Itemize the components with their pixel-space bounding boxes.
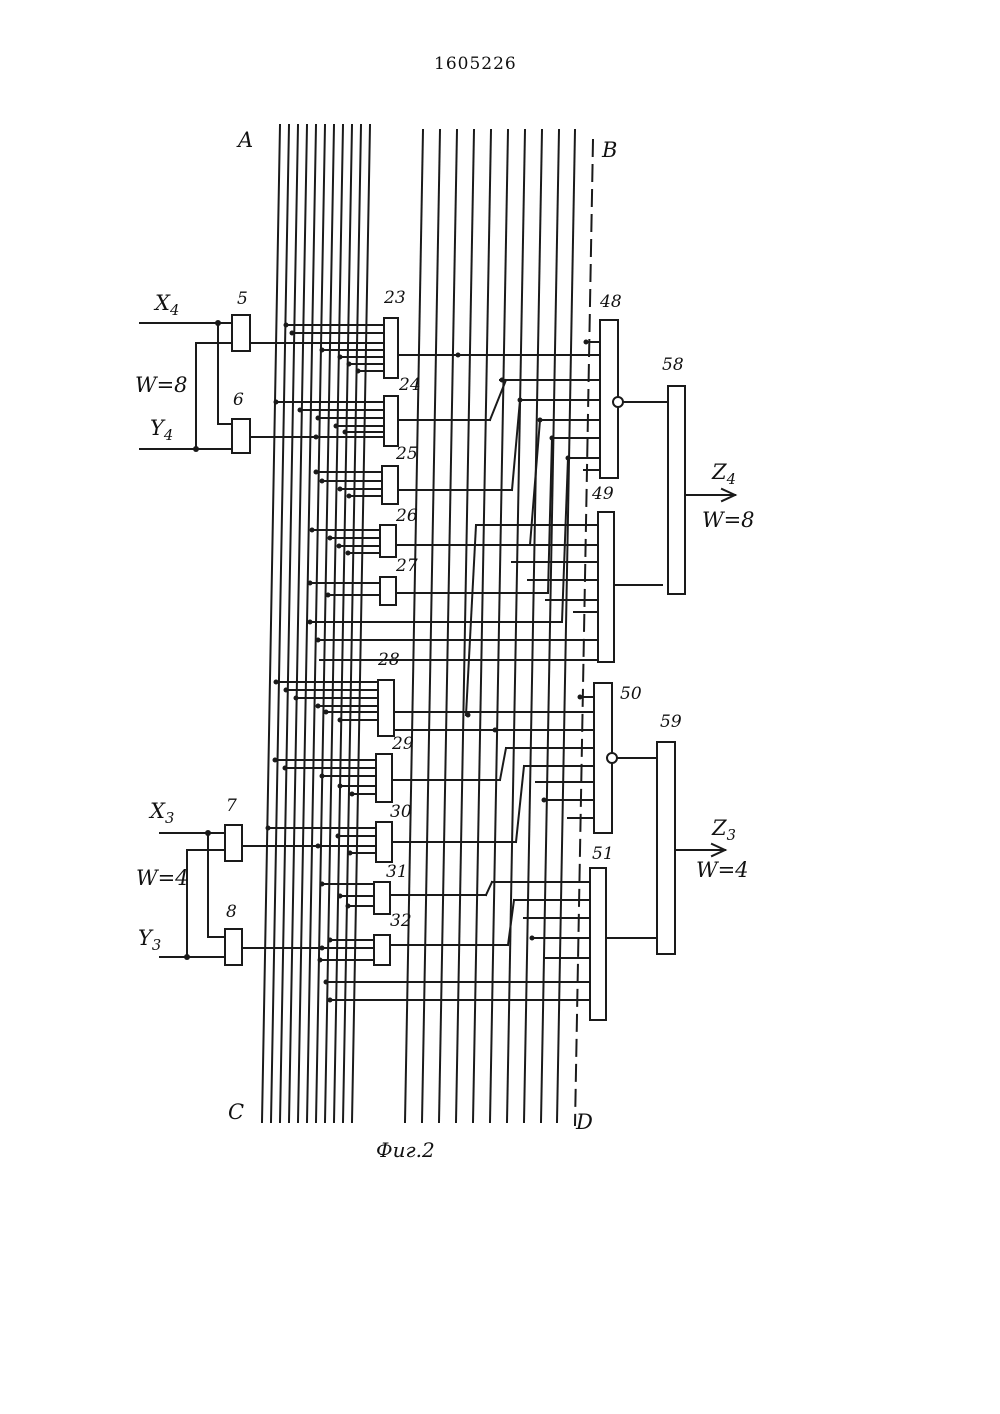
block-number-30: 30 — [390, 804, 412, 821]
bus-label-d: D — [576, 1112, 593, 1133]
block-number-48: 48 — [600, 294, 622, 311]
bus-label-a: A — [238, 130, 253, 151]
output-blocks — [657, 386, 685, 954]
block-number-24: 24 — [399, 377, 421, 394]
block-number-23: 23 — [384, 290, 406, 307]
mux-blocks — [590, 320, 618, 1020]
width-lower: W=4 — [136, 868, 189, 889]
block-number-50: 50 — [620, 686, 642, 703]
block-number-49: 49 — [592, 486, 614, 503]
signal-x4: X4 — [155, 293, 179, 319]
bus-right — [405, 130, 575, 1122]
signal-y4: Y4 — [150, 418, 173, 444]
bus-left — [262, 125, 370, 1122]
width-z3: W=4 — [696, 860, 749, 881]
block-number-59: 59 — [660, 714, 682, 731]
block-number-8: 8 — [226, 904, 237, 921]
figure-caption: Фиг.2 — [376, 1140, 435, 1160]
document-number: 1605226 — [434, 56, 517, 73]
block-number-7: 7 — [226, 798, 237, 815]
block-number-32: 32 — [390, 913, 412, 930]
block-number-25: 25 — [396, 446, 418, 463]
input-upper-blocks — [232, 315, 250, 453]
block-number-28: 28 — [378, 652, 400, 669]
block-number-6: 6 — [233, 392, 244, 409]
input-lower-blocks — [225, 825, 242, 965]
width-z4: W=8 — [702, 510, 755, 531]
bus-label-b: B — [602, 140, 617, 161]
block-number-5: 5 — [237, 291, 248, 308]
signal-z3: Z3 — [712, 818, 736, 844]
width-upper: W=8 — [135, 375, 188, 396]
block-number-31: 31 — [386, 864, 408, 881]
block-number-26: 26 — [396, 508, 418, 525]
block-number-58: 58 — [662, 357, 684, 374]
block-number-51: 51 — [592, 846, 614, 863]
block-number-27: 27 — [396, 558, 418, 575]
signal-z4: Z4 — [712, 462, 736, 488]
block-number-29: 29 — [392, 736, 414, 753]
signal-y3: Y3 — [138, 928, 161, 954]
signal-x3: X3 — [150, 801, 174, 827]
bus-label-c: C — [228, 1102, 244, 1123]
